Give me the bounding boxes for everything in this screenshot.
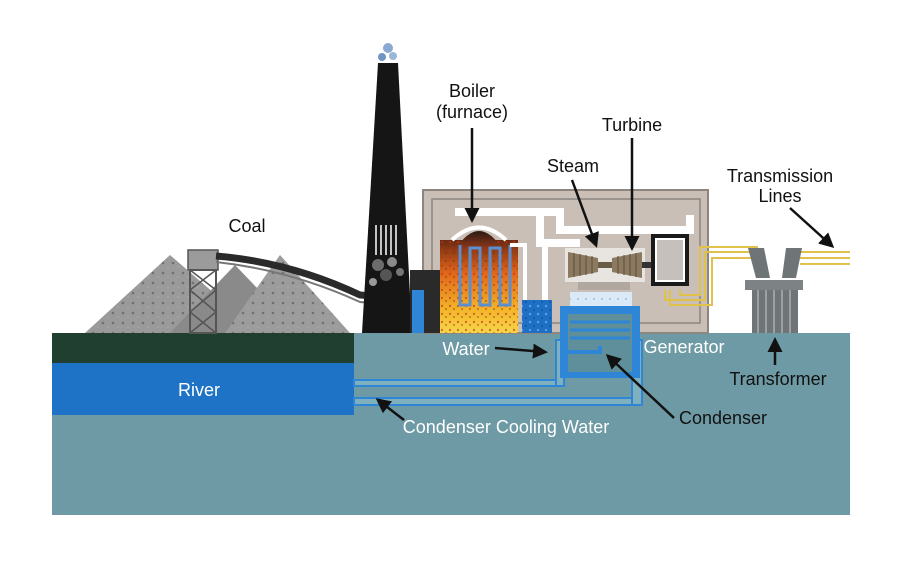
transformer (745, 248, 803, 333)
label-lines: Lines (758, 186, 801, 206)
smokestack (362, 43, 412, 333)
arrow-water (494, 343, 548, 359)
arrow-condenser (605, 353, 675, 419)
arrow-steam (570, 179, 599, 248)
leader-arrows (375, 128, 835, 421)
label-condenser: Condenser (679, 408, 767, 428)
label-boiler: Boiler (449, 81, 495, 101)
label-transmission: Transmission (727, 166, 833, 186)
grass-bank (52, 333, 354, 363)
label-river: River (178, 380, 220, 400)
label-turbine: Turbine (602, 115, 662, 135)
label-generator: Generator (643, 337, 724, 357)
generator (651, 234, 689, 286)
label-steam: Steam (547, 156, 599, 176)
arrow-transmission (789, 207, 835, 249)
label-condenser-cooling-water: Condenser Cooling Water (403, 417, 609, 437)
label-coal: Coal (228, 216, 265, 236)
feedwater (522, 300, 552, 333)
arrow-cooling-water (375, 398, 405, 421)
turbine (565, 248, 654, 306)
label-furnace: (furnace) (436, 102, 508, 122)
label-water: Water (442, 339, 489, 359)
label-transformer: Transformer (729, 369, 826, 389)
condenser (560, 306, 640, 378)
coal-conveyor (187, 249, 421, 334)
boiler (440, 225, 527, 333)
river (52, 363, 354, 415)
